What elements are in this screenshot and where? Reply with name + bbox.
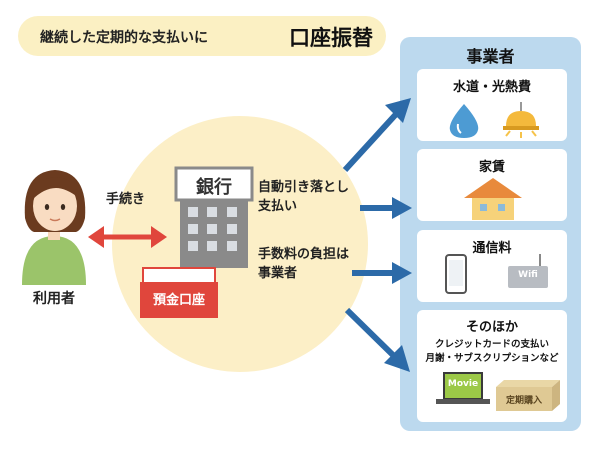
house-icon <box>464 178 522 220</box>
account-book-icon <box>140 267 218 318</box>
smartphone-icon <box>445 254 467 294</box>
box-label: 定期購入 <box>505 396 542 406</box>
bank-sign: 銀行 <box>196 177 232 198</box>
user-label: 利用者 <box>33 291 75 307</box>
water-drop-icon <box>449 104 479 138</box>
arrow-to-rent-icon <box>360 197 412 219</box>
ceiling-lamp-icon <box>503 102 539 138</box>
title-banner: 継続した定期的な支払いに 口座振替 <box>18 16 386 56</box>
fee-line2: 事業者 <box>258 266 298 281</box>
arrow-to-telecom-icon <box>352 262 412 284</box>
double-arrow-icon <box>88 226 167 248</box>
flow-arrows <box>342 98 412 372</box>
bank-building-icon <box>174 166 254 268</box>
fee-line1: 手数料の負担は <box>258 247 350 262</box>
wifi-router-icon <box>508 254 548 288</box>
wifi-label: Wifi <box>518 270 538 280</box>
arrow-to-other-icon <box>344 307 410 372</box>
card-other-sub1: クレジットカードの支払い <box>434 339 549 350</box>
laptop-icon <box>436 372 490 404</box>
auto-debit-line2: 支払い <box>258 199 298 214</box>
provider-title: 事業者 <box>466 47 515 66</box>
card-utilities: 水道・光熱費 <box>417 69 567 141</box>
title-lead: 継続した定期的な支払いに <box>40 30 208 46</box>
movie-label: Movie <box>447 379 479 389</box>
card-other-sub2: 月謝・サブスクリプションなど <box>425 353 559 364</box>
cardboard-box-icon <box>496 380 560 411</box>
card-other-title: そのほか <box>465 320 518 335</box>
arrow-to-utilities-icon <box>342 98 411 173</box>
card-rent-title: 家賃 <box>478 160 505 175</box>
account-label: 預金口座 <box>152 293 205 308</box>
user-figure-icon <box>22 170 86 285</box>
procedure-label: 手続き <box>106 192 146 207</box>
card-telecom-title: 通信料 <box>472 241 512 256</box>
title-main: 口座振替 <box>289 26 373 50</box>
auto-debit-line1: 自動引き落とし <box>258 180 350 195</box>
card-utilities-title: 水道・光熱費 <box>452 80 531 95</box>
